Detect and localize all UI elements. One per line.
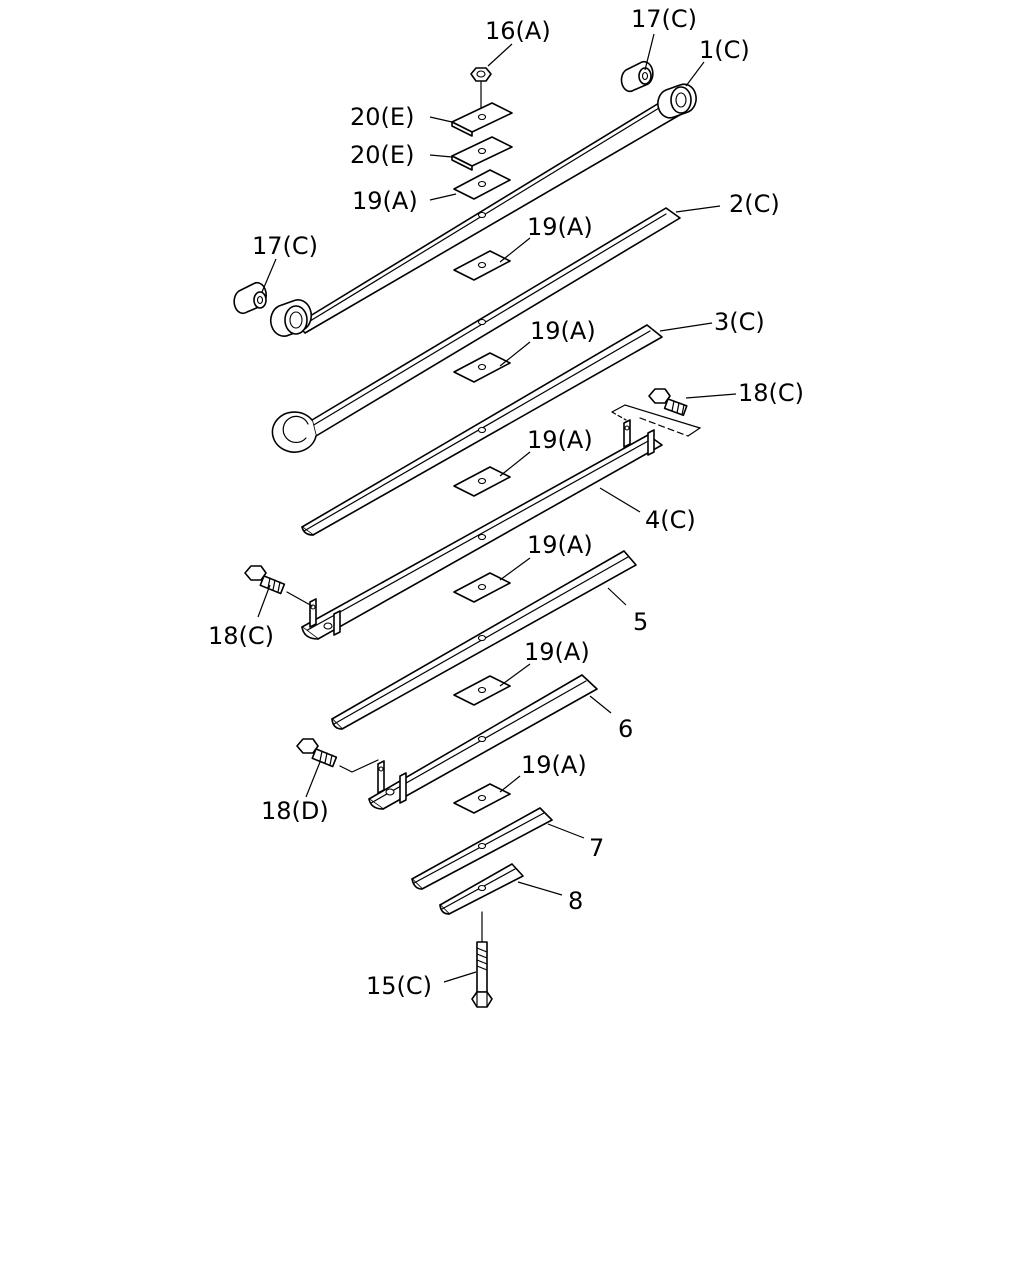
- label-17c-top: 17(C): [631, 5, 697, 33]
- label-2c: 2(C): [729, 190, 780, 218]
- label-18d: 18(D): [261, 797, 329, 825]
- label-6: 6: [618, 715, 633, 743]
- label-5: 5: [633, 608, 648, 636]
- label-20e-2: 20(E): [350, 141, 414, 169]
- label-7: 7: [589, 834, 604, 862]
- main-leaf-1c: [269, 83, 697, 337]
- label-3c: 3(C): [714, 308, 765, 336]
- leaf-8: [439, 863, 524, 915]
- label-16a: 16(A): [485, 17, 551, 45]
- label-20e-1: 20(E): [350, 103, 414, 131]
- bushing-17c-top: [620, 60, 654, 93]
- label-18c-right: 18(C): [738, 379, 804, 407]
- label-15c: 15(C): [366, 972, 432, 1000]
- spacer-plate-20e-1: [451, 102, 513, 137]
- leaf-7: [411, 807, 553, 890]
- pad-19a-5: [453, 572, 511, 603]
- nut-16a: [470, 67, 492, 113]
- label-1c: 1(C): [699, 36, 750, 64]
- pad-19a-7: [453, 783, 511, 814]
- pad-19a-3: [453, 352, 511, 383]
- pad-19a-2: [453, 250, 511, 281]
- label-19a-6: 19(A): [524, 638, 590, 666]
- leaf-4c: [301, 419, 663, 640]
- label-19a-3: 19(A): [530, 317, 596, 345]
- pad-19a-4: [453, 466, 511, 497]
- leader-lines: [257, 33, 737, 983]
- bolt-18c-left: [244, 565, 313, 607]
- label-19a-4: 19(A): [527, 426, 593, 454]
- pad-19a-1: [453, 169, 511, 200]
- leaf-5: [331, 550, 637, 730]
- leaf-6: [368, 674, 598, 810]
- leaf-3c: [301, 324, 663, 536]
- label-19a-2: 19(A): [527, 213, 593, 241]
- center-bolt-15c: [471, 911, 493, 1008]
- label-17c-left: 17(C): [252, 232, 318, 260]
- part-labels: 16(A) 17(C) 1(C) 20(E) 20(E) 19(A) 2(C) …: [208, 5, 804, 1000]
- bushing-17c-left: [233, 281, 267, 315]
- label-19a-1: 19(A): [352, 187, 418, 215]
- leaf-2c: [271, 207, 681, 453]
- label-19a-5: 19(A): [527, 531, 593, 559]
- label-18c-left: 18(C): [208, 622, 274, 650]
- bolt-18d: [296, 738, 379, 773]
- pad-19a-6: [453, 675, 511, 706]
- label-8: 8: [568, 887, 583, 915]
- spacer-plate-20e-2: [451, 136, 513, 171]
- label-19a-7: 19(A): [521, 751, 587, 779]
- bolt-18c-right: [611, 388, 702, 437]
- label-4c: 4(C): [645, 506, 696, 534]
